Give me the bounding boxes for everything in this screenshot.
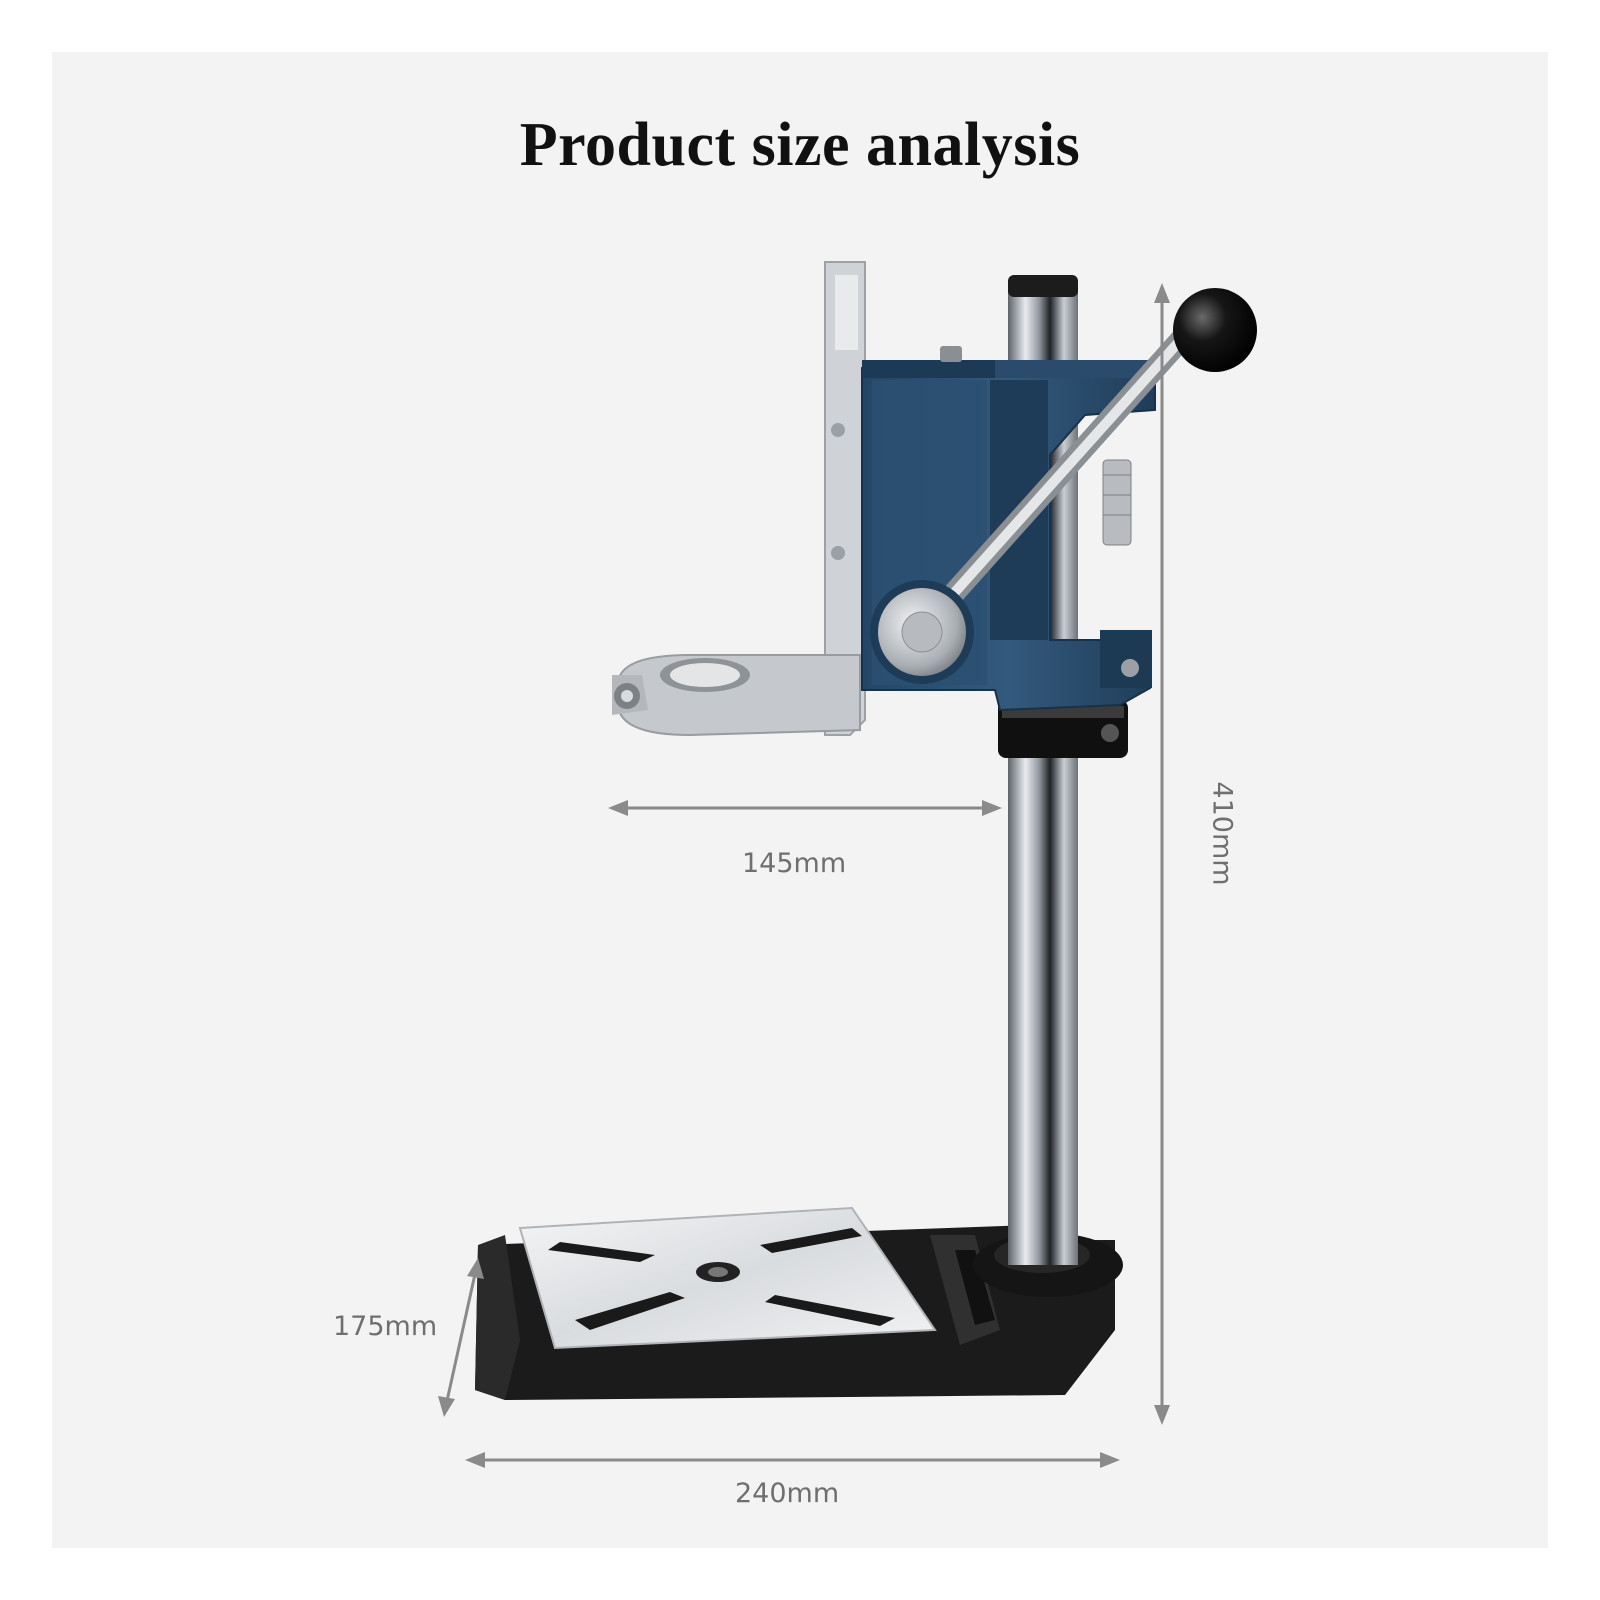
lock-screw	[1102, 459, 1132, 546]
page-title: Product size analysis	[519, 111, 1081, 179]
arm-reach-label: 145mm	[742, 848, 847, 879]
base-width-label: 240mm	[735, 1478, 840, 1509]
arm-reach-dimension-line	[608, 800, 1002, 816]
lever-handle	[919, 288, 1257, 631]
height-label: 410mm	[1206, 781, 1238, 886]
column-cap	[1008, 275, 1078, 297]
lever-hub	[870, 580, 974, 684]
base-depth-label: 175mm	[333, 1311, 438, 1342]
base-plate	[518, 1206, 937, 1350]
base-width-dimension-line	[465, 1452, 1120, 1468]
height-dimension-line	[1154, 283, 1170, 1425]
column-collar	[998, 700, 1128, 758]
tool-clamp-ring	[612, 654, 861, 737]
base-depth-dimension-line	[438, 1258, 484, 1417]
